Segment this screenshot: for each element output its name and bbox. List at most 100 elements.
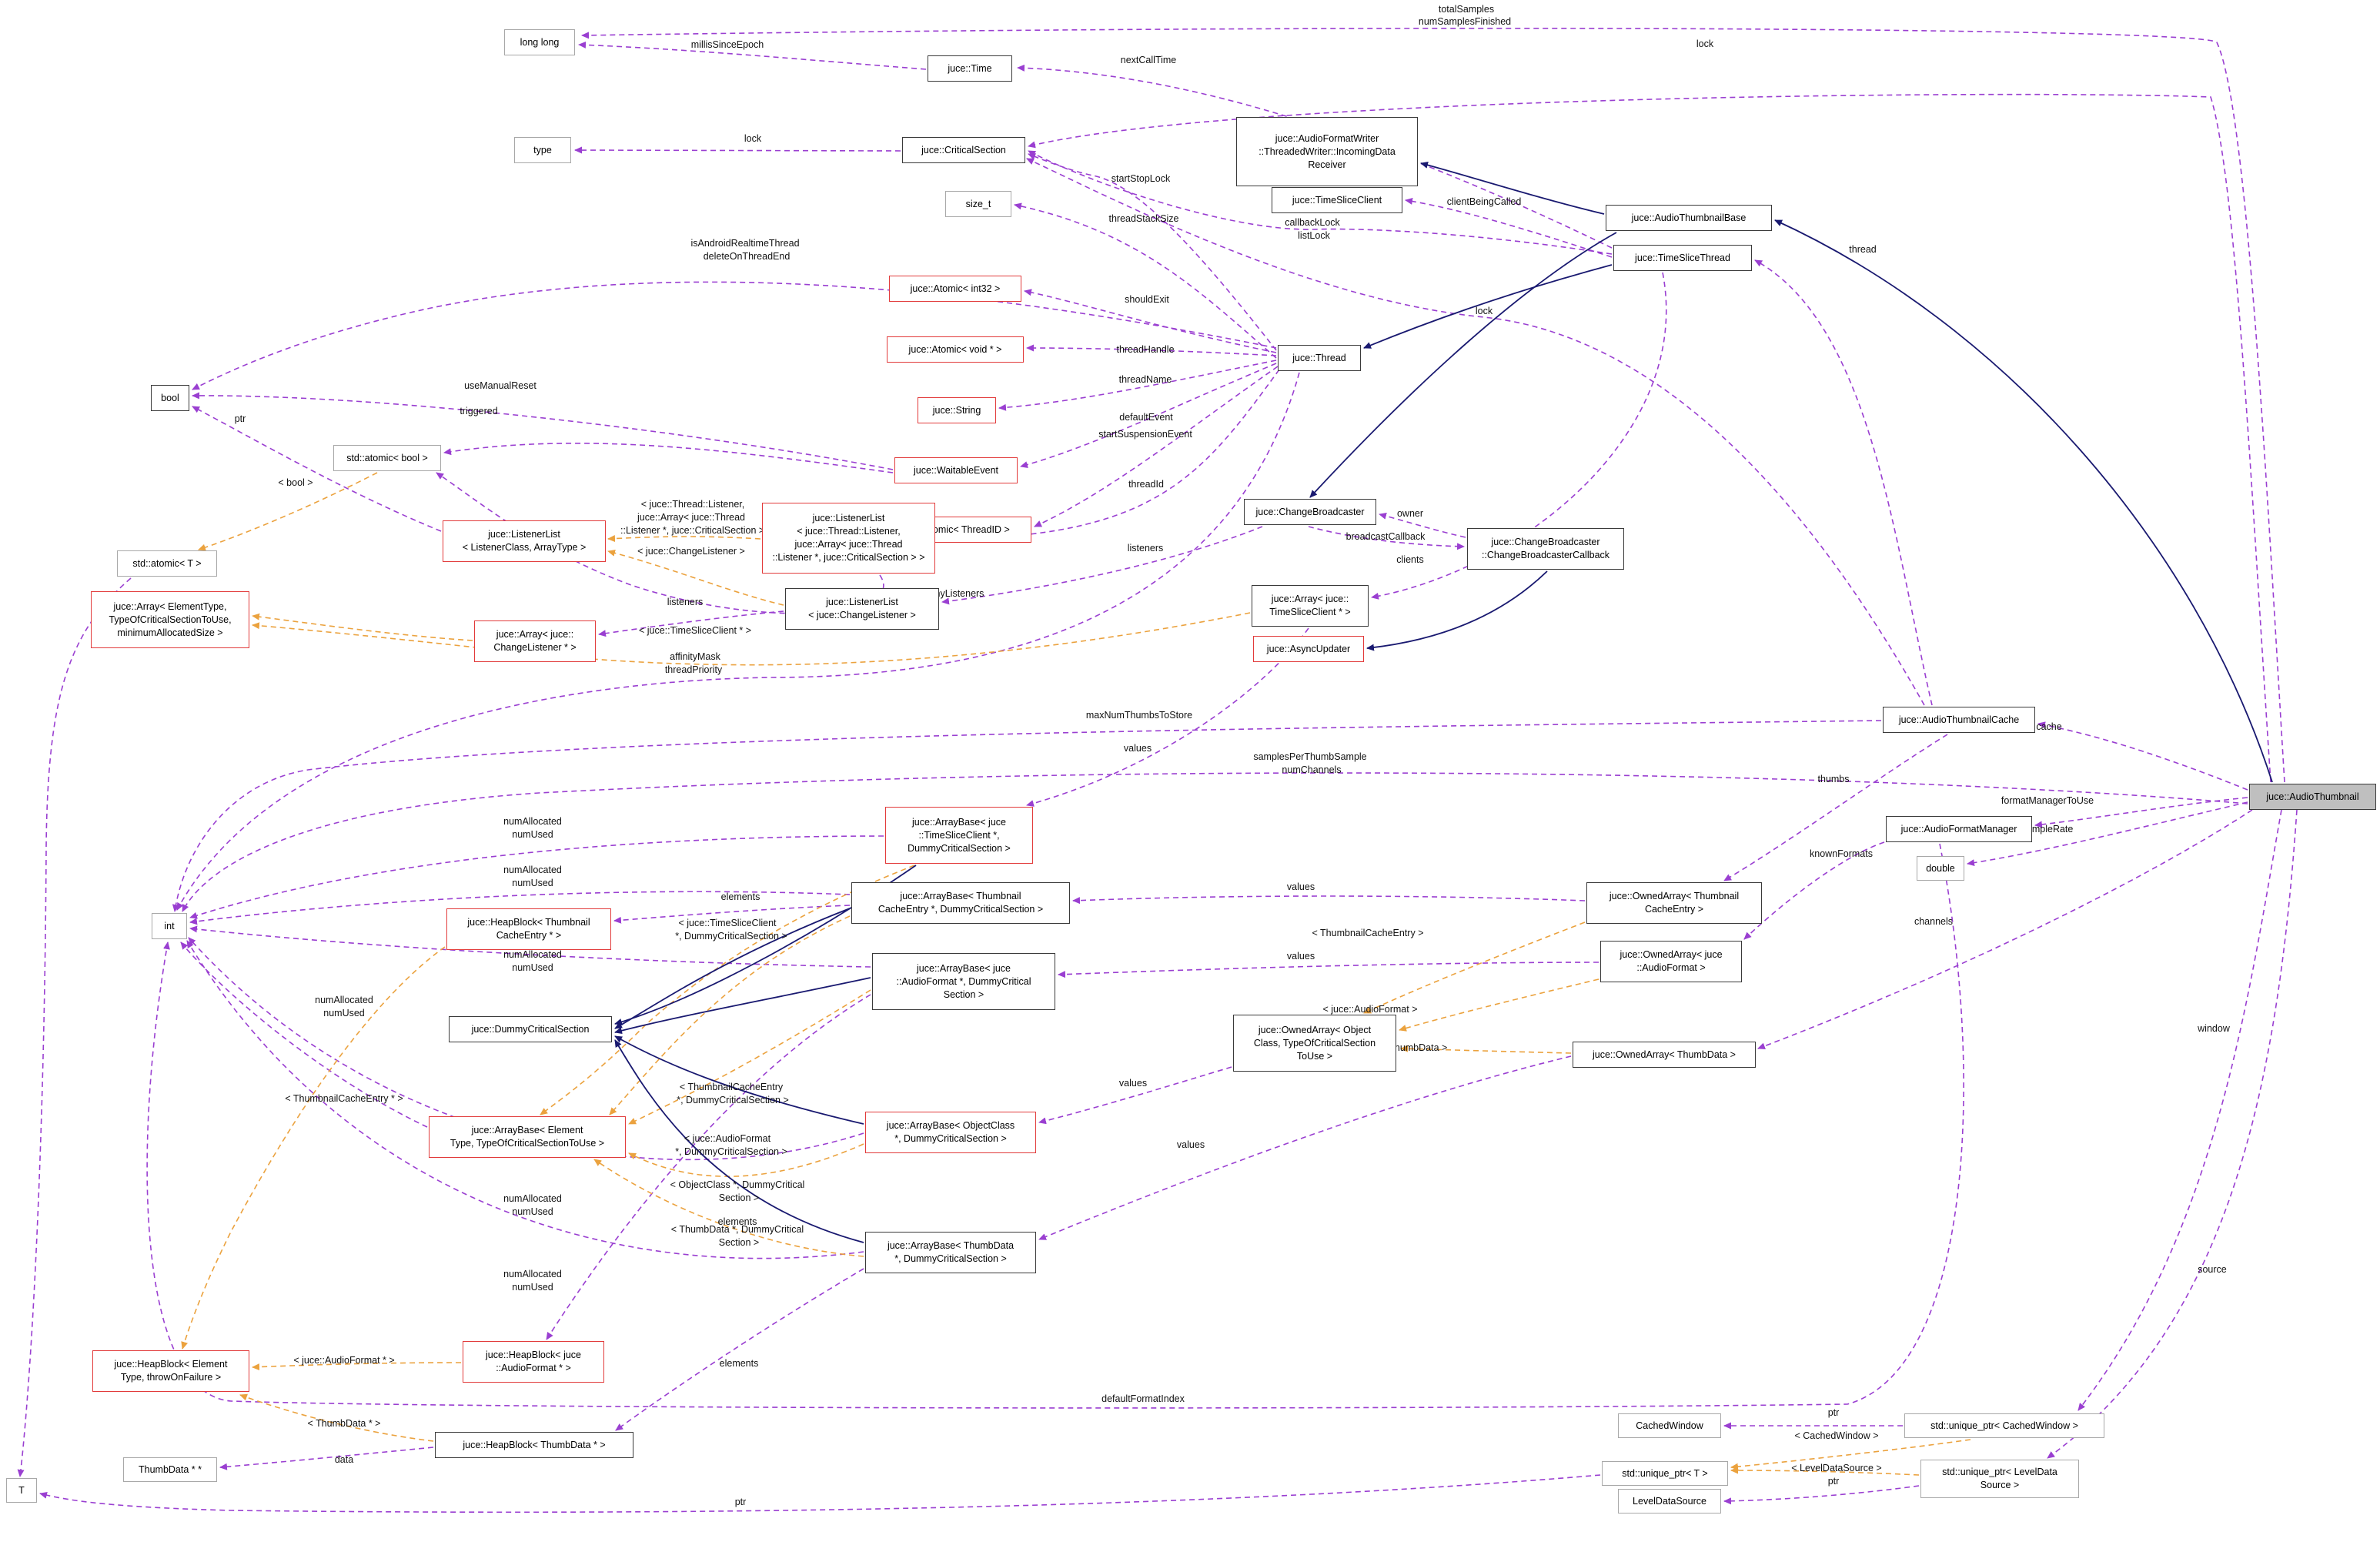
edge-member-40: [613, 905, 851, 924]
class-node-llchange[interactable]: juce::ListenerList< juce::ChangeListener…: [785, 588, 939, 630]
edge-label: anyListeners: [929, 588, 984, 599]
class-node-sizet[interactable]: size_t: [945, 191, 1011, 217]
class-node-label: juce::TimeSliceClient: [1292, 194, 1382, 206]
class-node-label: int: [164, 920, 175, 932]
edge-member-51: [189, 835, 884, 919]
edge-inheritance-78: [1309, 232, 1617, 498]
edge-template-63: [540, 865, 915, 1115]
class-node-T[interactable]: T: [6, 1478, 37, 1503]
edge-label: < LevelDataSource >: [1791, 1463, 1882, 1473]
class-node-abtd[interactable]: juce::ArrayBase< ThumbData*, DummyCritic…: [865, 1232, 1036, 1273]
class-node-label: ::AudioFormat * >: [496, 1363, 571, 1373]
class-node-double[interactable]: double: [1917, 856, 1964, 881]
class-node-tsthread[interactable]: juce::TimeSliceThread: [1613, 245, 1752, 271]
class-node-changebro[interactable]: juce::ChangeBroadcaster: [1244, 499, 1376, 525]
class-node-label: juce::OwnedArray< ThumbData >: [1593, 1049, 1736, 1060]
edge-label: lock: [744, 133, 762, 144]
class-node-asyncupd[interactable]: juce::AsyncUpdater: [1253, 636, 1364, 662]
class-node-thumbnail[interactable]: juce::AudioThumbnail: [2249, 784, 2376, 810]
edge-member-3: [574, 146, 901, 154]
edge-label: numAllocated: [503, 1193, 562, 1204]
edge-member-41: [546, 994, 871, 1340]
class-node-thread[interactable]: juce::Thread: [1278, 345, 1361, 371]
class-node-lds[interactable]: LevelDataSource: [1618, 1489, 1721, 1514]
class-node-label: juce::ChangeBroadcaster: [1255, 506, 1365, 517]
class-node-label: TimeSliceClient * >: [1269, 607, 1351, 617]
edge-label: listeners: [667, 597, 704, 607]
class-node-atint32[interactable]: juce::Atomic< int32 >: [889, 276, 1021, 302]
edge-label: < juce::AudioFormat: [684, 1133, 771, 1144]
edge-member-6: [1028, 153, 1277, 351]
class-node-time[interactable]: juce::Time: [928, 55, 1012, 82]
class-node-atomicbool[interactable]: std::atomic< bool >: [333, 445, 441, 471]
class-node-abobj[interactable]: juce::ArrayBase< ObjectClass*, DummyCrit…: [865, 1112, 1036, 1153]
class-node-atvoid[interactable]: juce::Atomic< void * >: [887, 336, 1024, 363]
class-node-thumbbase[interactable]: juce::AudioThumbnailBase: [1606, 205, 1772, 231]
class-node-label: juce::AudioThumbnail: [2266, 791, 2359, 802]
edge-member-53: [189, 925, 871, 968]
edge-label: listeners: [1127, 543, 1164, 554]
class-node-cachedwin[interactable]: CachedWindow: [1618, 1413, 1721, 1438]
edge-member-57: [1754, 259, 1933, 706]
edge-label: numAllocated: [503, 865, 562, 875]
class-node-incoming[interactable]: juce::AudioFormatWriter::ThreadedWriter:…: [1236, 117, 1418, 186]
edge-label: *, DummyCriticalSection >: [675, 1146, 787, 1157]
class-node-int[interactable]: int: [152, 913, 187, 939]
class-node-bool[interactable]: bool: [151, 385, 189, 411]
class-node-label: ::ChangeBroadcasterCallback: [1481, 550, 1610, 560]
edge-label: < ThumbnailCacheEntry: [679, 1082, 784, 1092]
class-node-atomicT[interactable]: std::atomic< T >: [117, 550, 217, 577]
edge-member-33: [172, 720, 1882, 912]
class-node-tdpp[interactable]: ThumbData * *: [123, 1457, 217, 1482]
edge-label: nextCallTime: [1120, 55, 1177, 65]
class-node-label: Type, throwOnFailure >: [120, 1372, 222, 1383]
edge-label: Section >: [718, 1237, 760, 1248]
class-node-critsec[interactable]: juce::CriticalSection: [902, 137, 1025, 163]
edge-label: numAllocated: [503, 816, 562, 827]
class-node-label: DummyCriticalSection >: [908, 842, 1011, 854]
class-node-llthread[interactable]: juce::ListenerList< juce::Thread::Listen…: [762, 503, 935, 574]
class-node-abts[interactable]: juce::ArrayBase< juce::TimeSliceClient *…: [885, 807, 1033, 864]
class-node-llgeneric[interactable]: juce::ListenerList< ListenerClass, Array…: [443, 520, 606, 562]
edge-member-37: [1058, 962, 1599, 978]
edge-inheritance-77: [1420, 162, 1605, 215]
edge-label: numUsed: [512, 962, 553, 973]
class-node-formatmgr[interactable]: juce::AudioFormatManager: [1886, 816, 2032, 842]
edge-label: affinityMask: [670, 651, 720, 662]
class-node-uptrT[interactable]: std::unique_ptr< T >: [1602, 1461, 1728, 1486]
class-node-type[interactable]: type: [514, 137, 571, 163]
class-node-dummycs[interactable]: juce::DummyCriticalSection: [449, 1016, 612, 1042]
class-node-hbaf[interactable]: juce::HeapBlock< juce::AudioFormat * >: [463, 1341, 604, 1383]
class-node-arrcl[interactable]: juce::Array< juce::ChangeListener * >: [474, 620, 596, 662]
class-node-tsclient[interactable]: juce::TimeSliceClient: [1272, 187, 1402, 213]
class-node-uptrcw[interactable]: std::unique_ptr< CachedWindow >: [1904, 1413, 2104, 1438]
class-node-arrts[interactable]: juce::Array< juce::TimeSliceClient * >: [1252, 585, 1369, 627]
class-node-hbtd[interactable]: juce::HeapBlock< ThumbData * >: [435, 1432, 633, 1458]
class-node-longlong[interactable]: long long: [504, 29, 575, 55]
edge-member-42: [615, 1268, 864, 1431]
edge-label: formatManagerToUse: [2001, 795, 2094, 806]
class-node-cbcallback[interactable]: juce::ChangeBroadcaster::ChangeBroadcast…: [1467, 528, 1624, 570]
class-node-waitev[interactable]: juce::WaitableEvent: [894, 457, 1018, 483]
edge-member-32: [2047, 809, 2298, 1459]
class-node-oaaf[interactable]: juce::OwnedArray< juce::AudioFormat >: [1600, 941, 1742, 982]
class-node-label: Receiver: [1308, 159, 1346, 170]
class-node-abaf[interactable]: juce::ArrayBase< juce::AudioFormat *, Du…: [872, 953, 1055, 1010]
edge-member-0: [581, 27, 2285, 783]
class-node-oatd[interactable]: juce::OwnedArray< ThumbData >: [1573, 1042, 1756, 1068]
class-node-jstring[interactable]: juce::String: [918, 397, 996, 423]
class-node-thumbcache[interactable]: juce::AudioThumbnailCache: [1883, 707, 2035, 733]
edge-label: numUsed: [512, 878, 553, 888]
class-node-label: std::atomic< T >: [132, 557, 202, 569]
edge-member-38: [1038, 1066, 1232, 1125]
edge-label: numUsed: [323, 1008, 365, 1018]
class-node-arrgeneric[interactable]: juce::Array< ElementType,TypeOfCriticalS…: [91, 591, 249, 648]
edge-label: knownFormats: [1810, 848, 1873, 859]
